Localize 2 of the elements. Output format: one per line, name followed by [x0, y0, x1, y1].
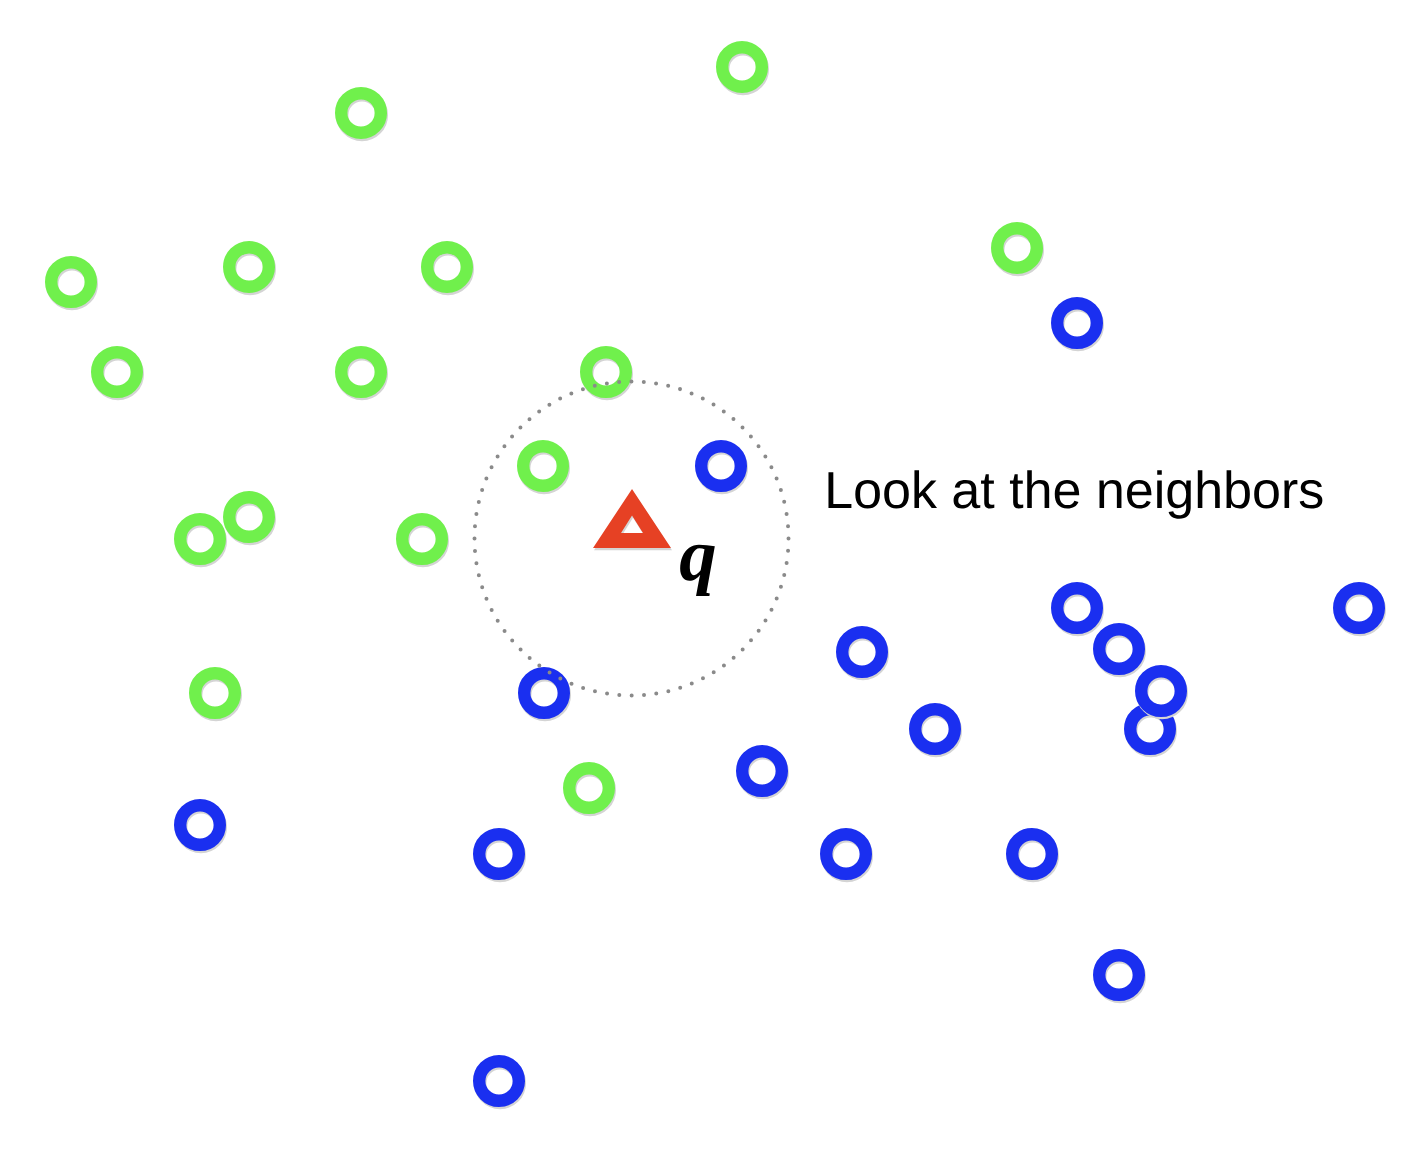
variable-label: q	[680, 544, 715, 596]
annotation-text: Look at the neighbors	[828, 470, 1323, 519]
